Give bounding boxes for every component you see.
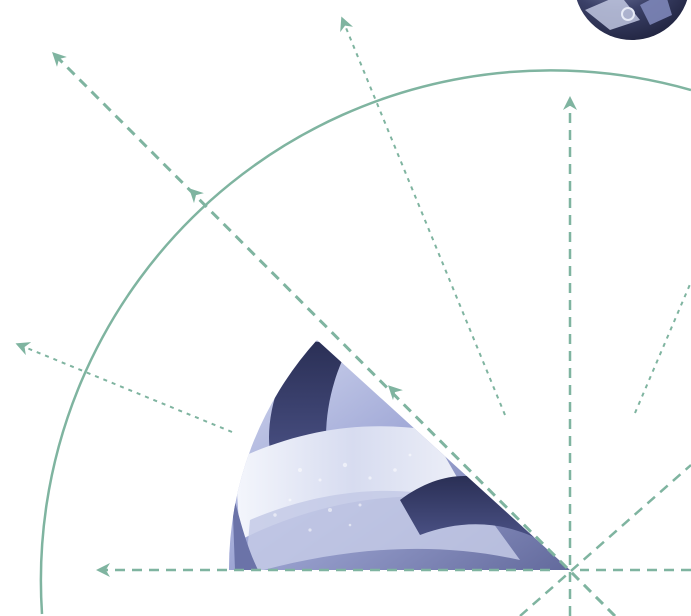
ray-line — [635, 282, 691, 413]
arrow-icon — [344, 23, 505, 415]
arrow-icon — [22, 346, 232, 432]
machinery-photo — [560, 0, 691, 50]
metal-gear-photo — [220, 330, 580, 580]
ray-line — [520, 465, 691, 616]
arrow-icon — [383, 380, 403, 400]
